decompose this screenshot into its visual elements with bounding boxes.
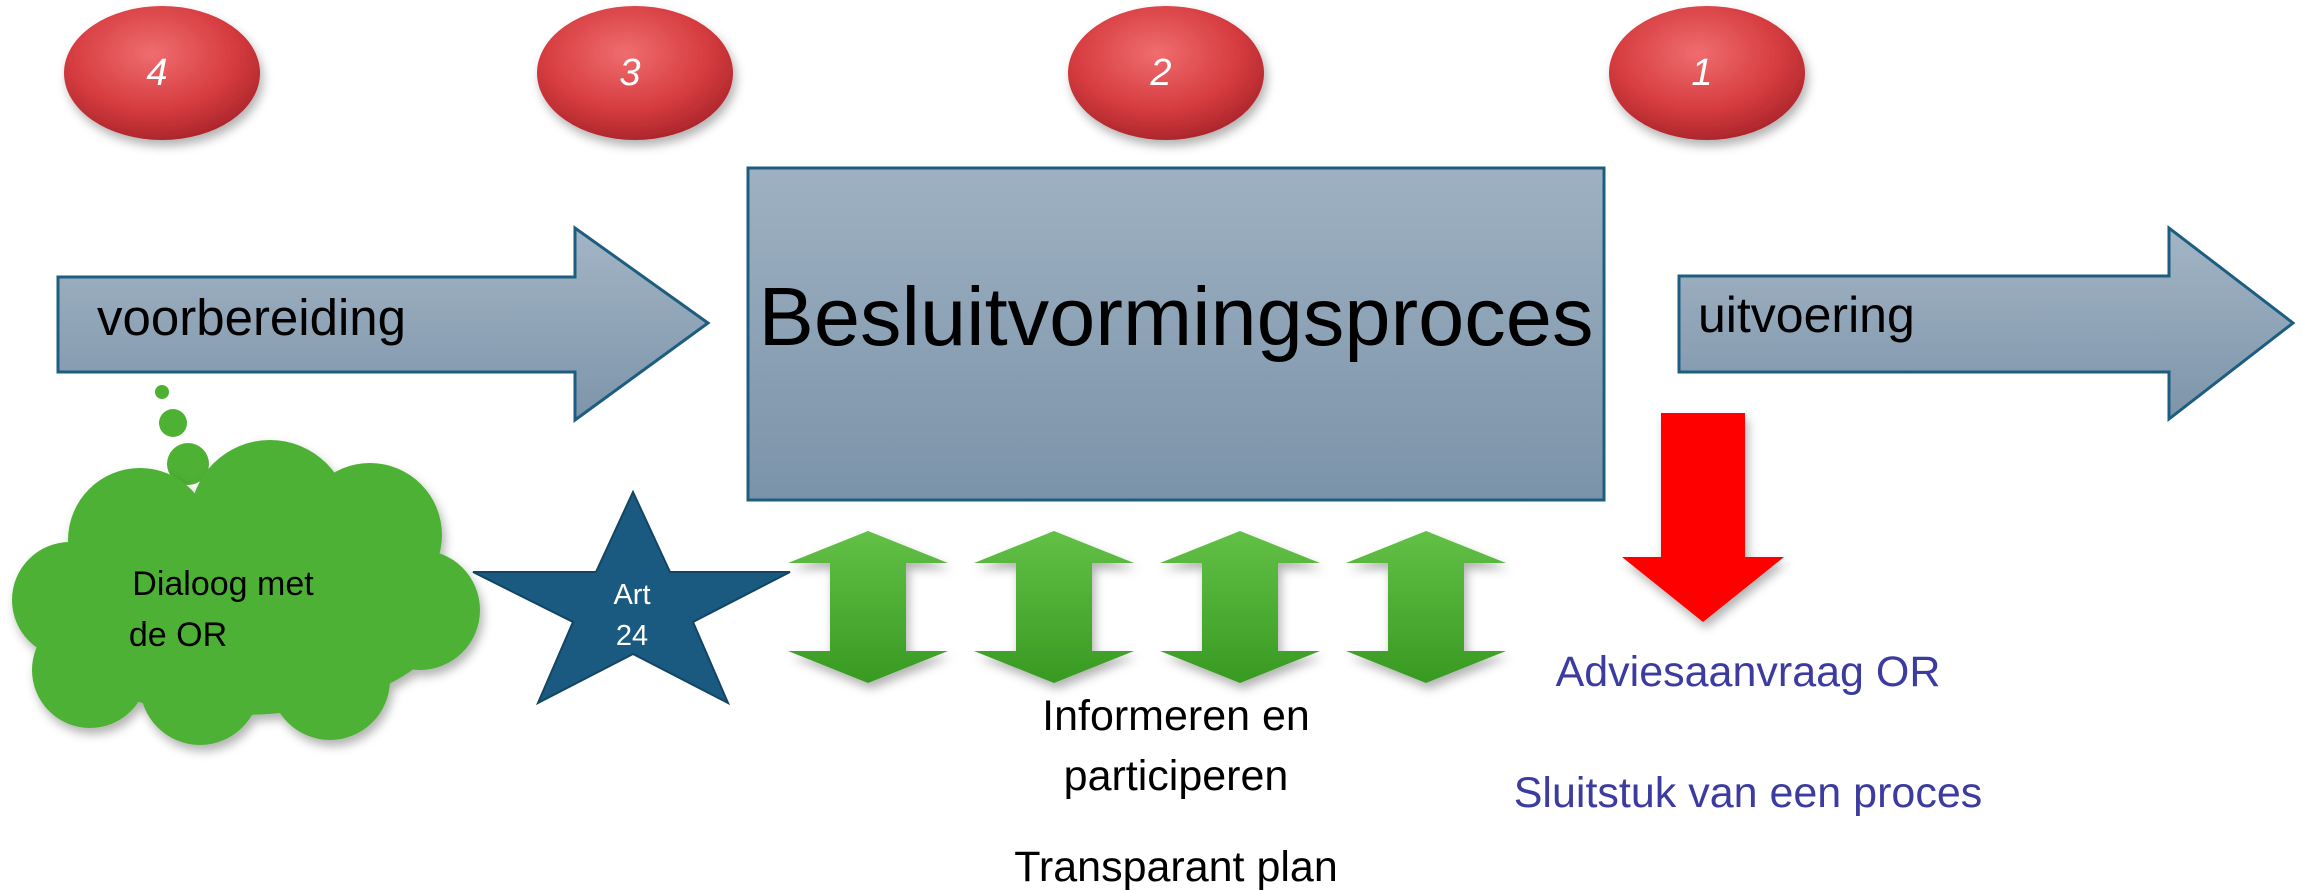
- preparation-arrow: voorbereiding: [56, 225, 711, 423]
- participation-line1: Informeren en: [1042, 692, 1310, 740]
- decision-process-label: Besluitvormingsproces: [759, 270, 1594, 363]
- execution-label: uitvoering: [1698, 287, 1915, 343]
- cloud-text-line1: Dialoog met: [132, 565, 314, 603]
- double-arrow-2: [974, 531, 1134, 683]
- step-number-2: 2: [1149, 52, 1171, 94]
- advice-arrow: [1622, 413, 1784, 622]
- execution-arrow: uitvoering: [1677, 224, 2296, 423]
- cloud-text-line2: de OR: [129, 616, 227, 654]
- article-24-star: Art 24: [472, 489, 791, 706]
- step-disc-4: 4: [64, 6, 260, 140]
- advice-line1: Adviesaanvraag OR: [1556, 648, 1941, 696]
- step-number-1: 1: [1691, 52, 1712, 94]
- advice-line2: Sluitstuk van een proces: [1514, 769, 1983, 817]
- double-arrow-1: [788, 531, 948, 683]
- dialogue-cloud: Dialoog met de OR: [12, 440, 480, 745]
- step-number-3: 3: [619, 52, 640, 94]
- double-arrow-3: [1160, 531, 1320, 683]
- participation-line2: participeren: [1064, 752, 1289, 800]
- preparation-label: voorbereiding: [97, 289, 406, 346]
- step-number-4: 4: [146, 52, 167, 94]
- decision-process-box: Besluitvormingsproces: [746, 166, 1606, 502]
- participation-line3: Transparant plan: [1014, 843, 1338, 891]
- step-disc-1: 1: [1609, 6, 1805, 140]
- step-disc-2: 2: [1068, 6, 1264, 140]
- double-arrow-4: [1346, 531, 1506, 683]
- step-disc-3: 3: [537, 6, 733, 140]
- thought-bubbles: [155, 385, 209, 485]
- star-text-line2: 24: [616, 620, 648, 652]
- star-text-line1: Art: [613, 579, 650, 611]
